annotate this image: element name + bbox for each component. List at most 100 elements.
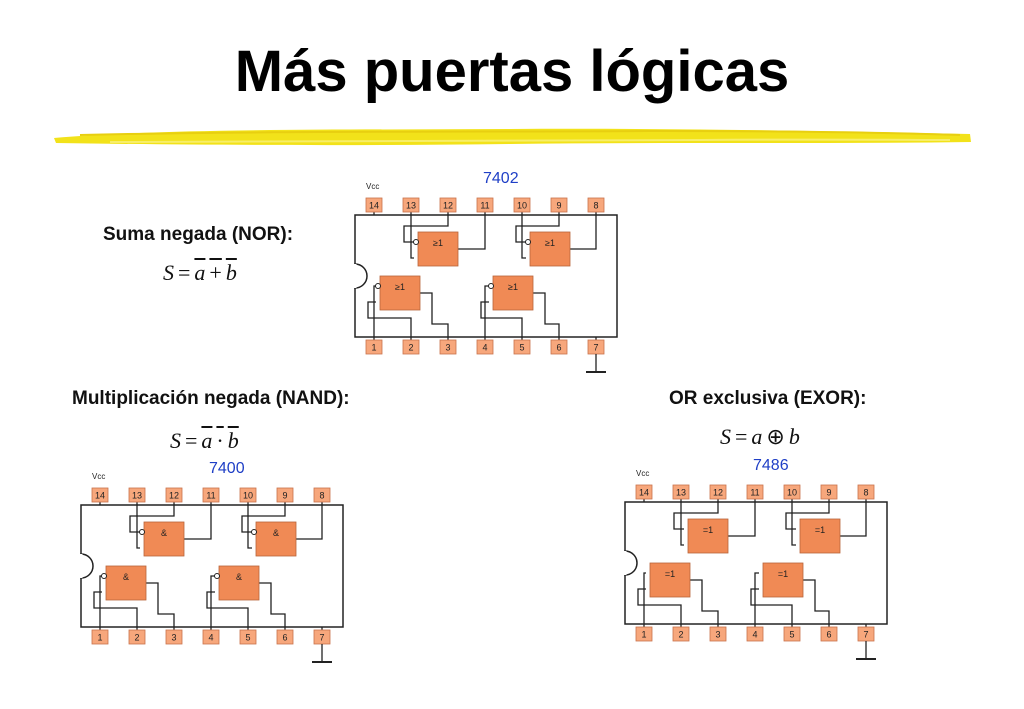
formula-lhs: S bbox=[170, 428, 181, 453]
pin-bottom-7: 7 bbox=[587, 337, 605, 355]
pin-bottom-6: 6 bbox=[550, 337, 568, 355]
logic-gate: ≥1 bbox=[515, 215, 597, 267]
pin-top-10: 10 bbox=[513, 197, 531, 215]
logic-gate: =1 bbox=[750, 562, 830, 624]
pin-number: 2 bbox=[678, 630, 683, 640]
pin-box bbox=[783, 626, 801, 642]
vcc-label: Vcc bbox=[92, 472, 105, 481]
pin-box bbox=[672, 484, 690, 500]
pin-box bbox=[476, 339, 494, 355]
pin-top-12: 12 bbox=[439, 197, 457, 215]
gate-box bbox=[799, 518, 841, 554]
pin-number: 3 bbox=[445, 343, 450, 353]
logic-gate: & bbox=[241, 505, 323, 557]
pin-box bbox=[128, 629, 146, 645]
pin-top-11: 11 bbox=[746, 484, 764, 502]
pin-box bbox=[402, 197, 420, 213]
pin-number: 10 bbox=[517, 201, 527, 211]
pin-number: 1 bbox=[371, 343, 376, 353]
logic-gate: ≥1 bbox=[367, 275, 449, 337]
pin-number: 4 bbox=[752, 630, 757, 640]
formula-b: b bbox=[227, 428, 239, 453]
wire bbox=[728, 502, 756, 537]
part-number: 7402 bbox=[483, 170, 519, 187]
pin-number: 6 bbox=[282, 633, 287, 643]
logic-gate: & bbox=[206, 565, 286, 627]
pin-box bbox=[91, 629, 109, 645]
wire bbox=[484, 285, 489, 337]
ground-icon bbox=[586, 354, 606, 373]
pin-top-13: 13 bbox=[672, 484, 690, 502]
gate-symbol: ≥1 bbox=[508, 282, 518, 292]
pin-number: 9 bbox=[826, 488, 831, 498]
formula-a: a bbox=[201, 428, 213, 453]
wire bbox=[136, 505, 140, 549]
wire bbox=[206, 591, 249, 627]
exor-formula: S=a⊕b bbox=[720, 424, 800, 450]
pin-number: 5 bbox=[245, 633, 250, 643]
wire bbox=[241, 505, 286, 533]
formula-overlined-expr: a·b bbox=[201, 428, 238, 453]
wire bbox=[410, 215, 414, 259]
formula-a: a bbox=[751, 424, 763, 449]
pin-top-8: 8 bbox=[313, 487, 331, 505]
gate-symbol: =1 bbox=[778, 569, 788, 579]
pin-number: 12 bbox=[443, 201, 453, 211]
wire bbox=[515, 215, 560, 243]
pin-number: 8 bbox=[319, 491, 324, 501]
inversion-bubble bbox=[101, 573, 107, 579]
pin-number: 7 bbox=[593, 343, 598, 353]
formula-lhs: S bbox=[163, 260, 174, 285]
pin-top-12: 12 bbox=[709, 484, 727, 502]
pin-box bbox=[746, 626, 764, 642]
formula-b: b bbox=[788, 424, 800, 449]
pin-top-13: 13 bbox=[402, 197, 420, 215]
formula-overlined-expr: a+b bbox=[194, 260, 236, 285]
vcc-label: Vcc bbox=[366, 182, 379, 191]
pin-box bbox=[313, 487, 331, 503]
pin-bottom-1: 1 bbox=[365, 337, 383, 355]
inversion-bubble bbox=[214, 573, 220, 579]
pin-number: 7 bbox=[863, 630, 868, 640]
wire bbox=[146, 582, 175, 627]
pin-top-10: 10 bbox=[783, 484, 801, 502]
formula-eq: = bbox=[185, 428, 198, 453]
pin-box bbox=[202, 487, 220, 503]
pin-number: 14 bbox=[369, 201, 379, 211]
logic-gate: ≥1 bbox=[403, 215, 486, 267]
pin-number: 9 bbox=[282, 491, 287, 501]
gate-symbol: & bbox=[236, 572, 242, 582]
inversion-bubble bbox=[488, 283, 494, 289]
pin-bottom-7: 7 bbox=[857, 624, 875, 642]
chip-notch bbox=[80, 553, 94, 579]
pin-number: 13 bbox=[676, 488, 686, 498]
wire bbox=[129, 505, 175, 533]
pin-box bbox=[513, 339, 531, 355]
gate-symbol: ≥1 bbox=[395, 282, 405, 292]
pin-bottom-5: 5 bbox=[783, 624, 801, 642]
title-underline-brush bbox=[54, 128, 971, 146]
pin-number: 3 bbox=[171, 633, 176, 643]
pin-box bbox=[820, 626, 838, 642]
pin-number: 9 bbox=[556, 201, 561, 211]
wire bbox=[367, 301, 412, 337]
pin-box bbox=[276, 487, 294, 503]
pin-bottom-6: 6 bbox=[820, 624, 838, 642]
pin-box bbox=[365, 339, 383, 355]
wire bbox=[458, 215, 486, 250]
vcc-label: Vcc bbox=[636, 469, 649, 478]
pin-box bbox=[202, 629, 220, 645]
wire bbox=[673, 502, 719, 530]
wire bbox=[480, 301, 523, 337]
gate-box bbox=[492, 275, 534, 311]
chip-notch bbox=[624, 550, 638, 576]
pin-top-13: 13 bbox=[128, 487, 146, 505]
nor-formula: S=a+b bbox=[163, 260, 237, 286]
pin-number: 11 bbox=[750, 488, 759, 498]
wire bbox=[184, 505, 212, 540]
gate-box bbox=[529, 231, 571, 267]
pin-top-11: 11 bbox=[202, 487, 220, 505]
pin-box bbox=[239, 629, 257, 645]
formula-lhs: S bbox=[720, 424, 731, 449]
pin-number: 13 bbox=[132, 491, 142, 501]
